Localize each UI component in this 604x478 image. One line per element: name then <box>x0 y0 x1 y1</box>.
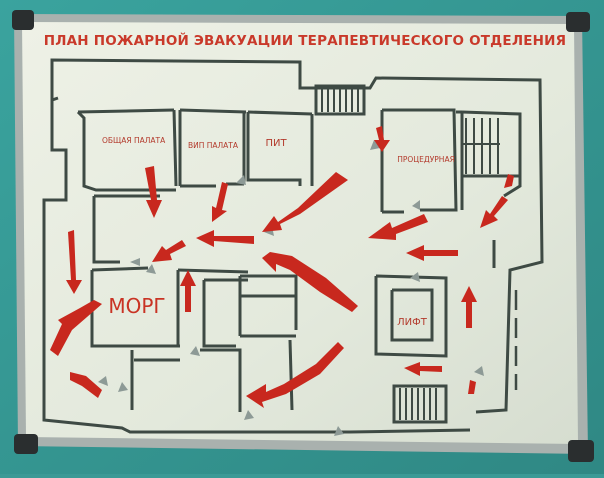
evacuation-arrow <box>461 286 477 328</box>
evacuation-arrow <box>50 300 102 356</box>
room-label-morgue: МОРГ <box>108 294 166 318</box>
corner-cap <box>568 440 594 462</box>
evacuation-arrow <box>66 230 82 294</box>
evacuation-arrow <box>262 252 358 312</box>
evacuation-arrow <box>468 380 476 394</box>
evacuation-arrow <box>480 196 508 228</box>
stair-treads <box>321 88 500 420</box>
evacuation-arrow <box>145 166 162 218</box>
room-label-general-ward: ОБЩАЯ ПАЛАТА <box>102 136 166 145</box>
evacuation-arrow <box>368 214 428 240</box>
evacuation-arrow <box>406 245 458 261</box>
evacuation-arrows <box>50 126 514 408</box>
evacuation-arrow <box>374 126 390 152</box>
evacuation-arrow <box>212 182 228 222</box>
evacuation-arrow <box>246 342 344 408</box>
corner-cap <box>14 434 38 454</box>
room-label-elevator: ЛИФТ <box>397 317 427 328</box>
evacuation-arrow <box>152 240 186 262</box>
evacuation-arrow <box>196 230 254 247</box>
plan-title: ПЛАН ПОЖАРНОЙ ЭВАКУАЦИИ ТЕРАПЕВТИЧЕСКОГО… <box>43 33 567 49</box>
floor-plan-walls <box>42 58 544 434</box>
evacuation-arrow <box>180 270 196 312</box>
corner-cap <box>566 12 590 32</box>
room-label-procedure-room: ПРОЦЕДУРНАЯ <box>397 155 455 164</box>
room-label-vip-ward: ВИП ПАЛАТА <box>187 141 239 150</box>
evacuation-arrow <box>404 362 442 376</box>
evacuation-arrow <box>504 174 514 188</box>
evacuation-arrow <box>70 372 102 398</box>
evacuation-arrow <box>262 172 348 232</box>
corner-cap <box>12 10 34 30</box>
room-label-pit: ПИТ <box>265 138 287 149</box>
